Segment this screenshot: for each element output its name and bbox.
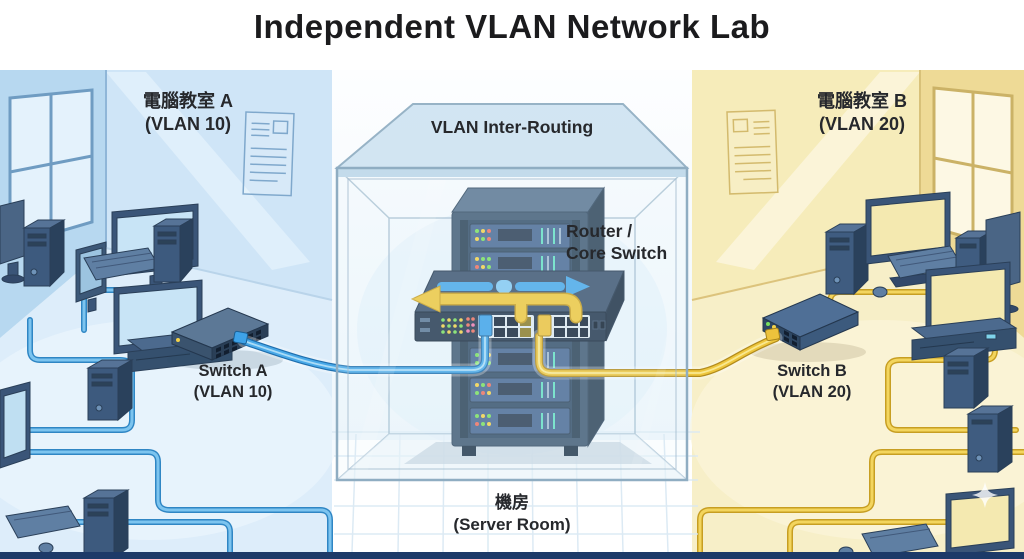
server-unit bbox=[469, 407, 571, 435]
vlan20-flow-arrow bbox=[410, 285, 583, 324]
server-room bbox=[233, 103, 783, 553]
core-switch bbox=[410, 270, 625, 342]
core-switch-label: Router / Core Switch bbox=[566, 220, 706, 265]
room-b-poster bbox=[726, 109, 779, 195]
mouse bbox=[872, 286, 888, 298]
computer-tower bbox=[942, 347, 990, 410]
rack-foot bbox=[564, 446, 578, 456]
keyboard bbox=[5, 505, 81, 539]
computer-tower bbox=[82, 489, 130, 559]
core-switch-label-line1: Router / bbox=[566, 221, 633, 241]
room-a-name: 電腦教室 A bbox=[143, 91, 233, 111]
room-a-floor-highlight bbox=[0, 320, 340, 540]
mouse bbox=[38, 542, 54, 554]
room-a-poster bbox=[242, 111, 295, 197]
switch-a-name: Switch A bbox=[198, 362, 268, 380]
glass-box-inner-frame bbox=[347, 178, 677, 470]
monitor bbox=[945, 487, 1015, 557]
inter-routing-label: VLAN Inter-Routing bbox=[430, 117, 594, 137]
server-room-label: 機房 (Server Room) bbox=[402, 492, 622, 536]
desktop-unit bbox=[910, 317, 1018, 361]
room-a-window bbox=[8, 88, 94, 249]
room-a bbox=[0, 70, 340, 559]
glass-box bbox=[334, 103, 690, 482]
switch-a-led bbox=[176, 338, 180, 342]
room-b-light-beam bbox=[716, 72, 920, 270]
room-a-label: 電腦教室 A (VLAN 10) bbox=[78, 90, 298, 136]
rj45-plug-blue bbox=[478, 314, 493, 337]
keyboard bbox=[861, 523, 939, 558]
room-a-workstations bbox=[0, 199, 234, 559]
glass-box-top-edge bbox=[337, 168, 687, 177]
rack-foot bbox=[462, 446, 476, 456]
rj45-plug-blue-switch-a bbox=[233, 330, 249, 345]
glass-box-label: VLAN Inter-Routing bbox=[406, 116, 618, 138]
uplink-b-highlight bbox=[538, 335, 777, 374]
rj45-plug-yellow-switch-b bbox=[765, 327, 781, 342]
switch-a bbox=[167, 307, 283, 370]
switch-b-led bbox=[766, 322, 770, 326]
server-room-name-en: (Server Room) bbox=[453, 514, 571, 534]
sparkle-icon bbox=[972, 482, 998, 508]
computer-tower bbox=[86, 359, 134, 422]
room-b-workstations bbox=[824, 191, 1021, 558]
switch-b-name: Switch B bbox=[777, 362, 847, 380]
bottom-edge-bar bbox=[0, 552, 1024, 559]
glass-reflection bbox=[630, 330, 676, 470]
core-switch-leds bbox=[441, 317, 475, 334]
sfp-slot bbox=[599, 320, 606, 330]
server-unit bbox=[469, 223, 571, 249]
computer-tower bbox=[22, 219, 66, 288]
monitor bbox=[925, 261, 1011, 339]
uplink-a-highlight bbox=[243, 335, 486, 371]
glass-box-front bbox=[335, 166, 689, 482]
room-b-name: 電腦教室 B bbox=[817, 91, 907, 111]
switch-a-vlan: (VLAN 10) bbox=[193, 383, 273, 402]
switch-b-ports bbox=[784, 330, 797, 347]
monitor bbox=[0, 199, 25, 284]
vlan10-flow-arrow bbox=[437, 276, 590, 297]
monitor bbox=[0, 381, 31, 469]
rj45-plug-yellow bbox=[537, 314, 552, 337]
room-b-label: 電腦教室 B (VLAN 20) bbox=[752, 90, 972, 136]
server-unit bbox=[469, 377, 571, 403]
uplink-cables bbox=[237, 329, 783, 380]
core-switch-label-line2: Core Switch bbox=[566, 243, 668, 264]
switch-b-vlan: (VLAN 20) bbox=[772, 383, 852, 402]
sfp-slot bbox=[592, 320, 599, 330]
room-a-light-beam bbox=[106, 72, 310, 270]
room-b bbox=[690, 70, 1024, 559]
room-b-window bbox=[932, 86, 1014, 252]
glass-reflection bbox=[352, 180, 446, 470]
switch-b bbox=[750, 293, 866, 362]
room-a-vlan: (VLAN 10) bbox=[144, 114, 231, 135]
page-title: Independent VLAN Network Lab bbox=[253, 8, 771, 45]
server-room-name: 機房 bbox=[495, 493, 529, 512]
switch-b-label: Switch B (VLAN 20) bbox=[722, 361, 902, 403]
computer-tower bbox=[824, 223, 870, 296]
rack-servers bbox=[469, 223, 571, 435]
computer-tower bbox=[966, 405, 1014, 473]
room-b-floor-highlight bbox=[690, 320, 1024, 540]
computer-tower bbox=[152, 218, 194, 284]
switch-a-label: Switch A (VLAN 10) bbox=[143, 361, 323, 403]
room-b-vlan: (VLAN 20) bbox=[818, 114, 905, 135]
